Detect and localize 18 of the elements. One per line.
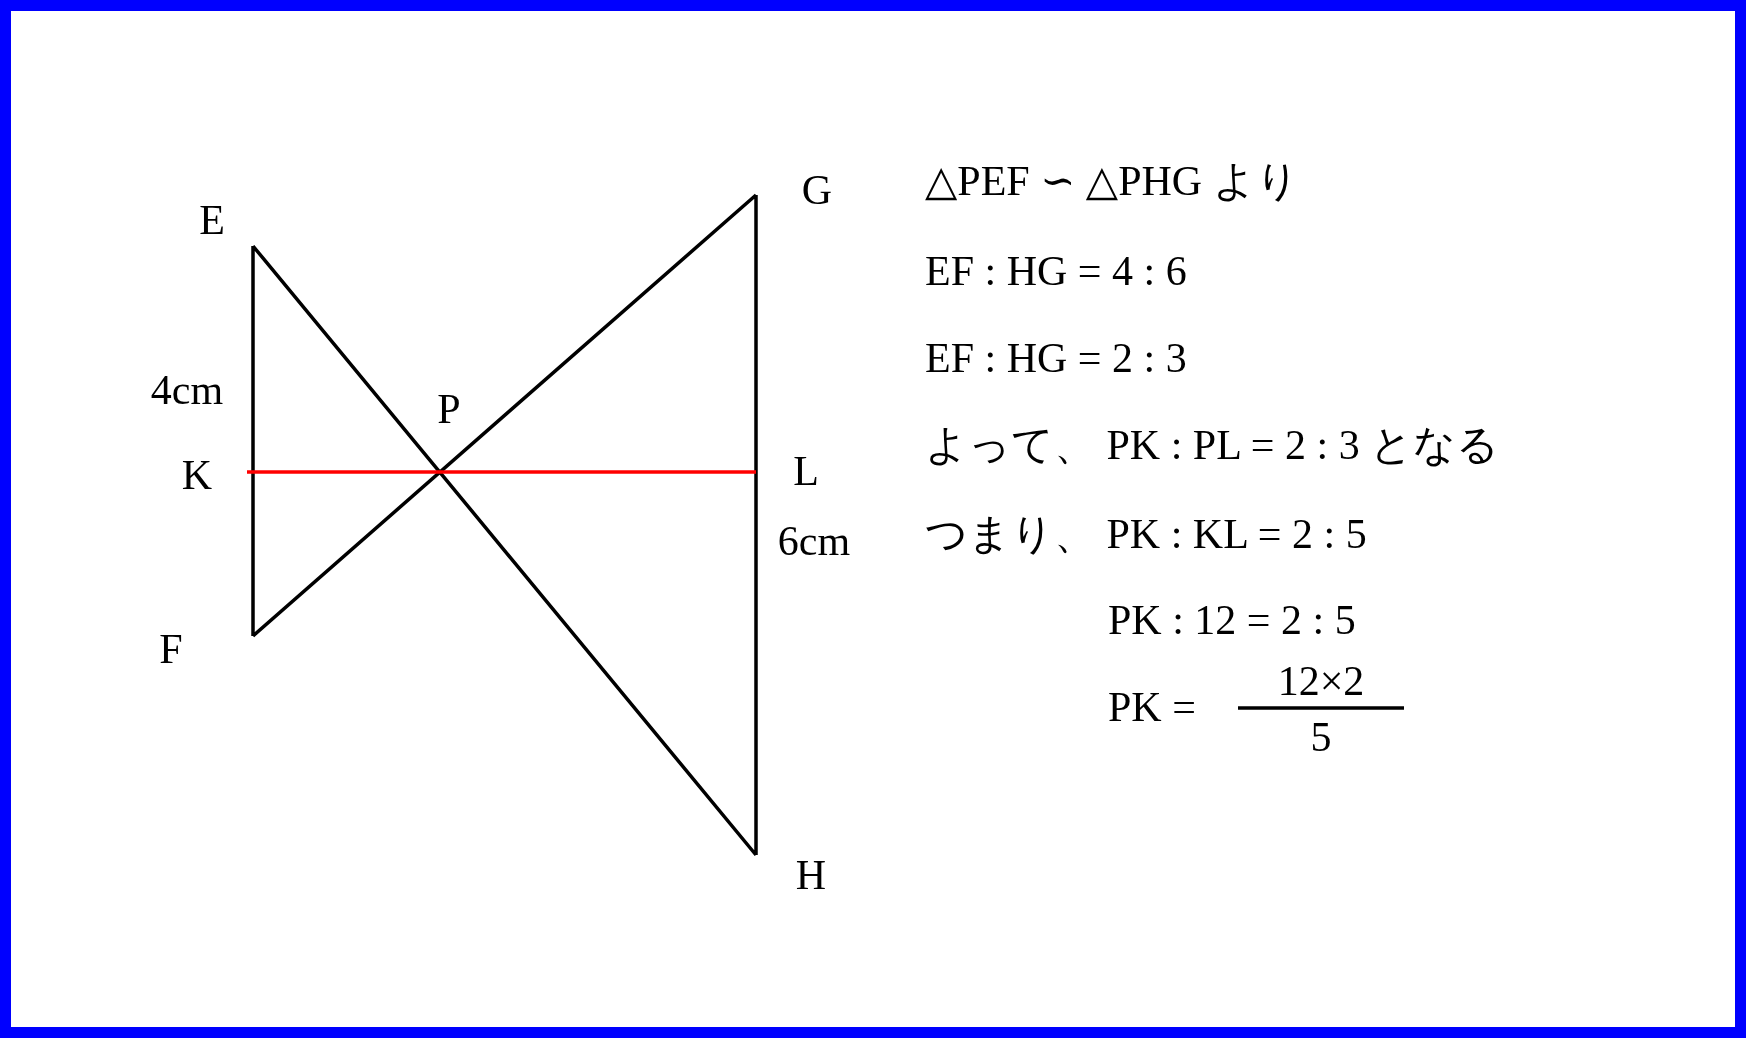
equation-text: △PEF ∽ △PHG より [925,157,1299,205]
point-label: E [199,196,225,244]
equation-text: PK = [1108,683,1196,731]
point-label: H [795,851,827,899]
equation-text: EF : HG = 2 : 3 [925,334,1187,382]
equation-text: PK : 12 = 2 : 5 [1108,596,1356,644]
equation-text: EF : HG = 4 : 6 [925,247,1187,295]
fraction-denominator: 5 [1310,713,1332,761]
point-label: K [181,451,213,499]
dimension-label: 6cm [777,517,851,565]
point-label: F [159,625,183,673]
fraction-numerator: 12×2 [1277,657,1365,705]
point-label: G [801,166,833,214]
equation-text: よって、 PK : PL = 2 : 3 となる [925,421,1500,469]
point-label: L [793,447,819,495]
equation-text: つまり、 PK : KL = 2 : 5 [925,510,1367,558]
dimension-label: 4cm [150,366,224,414]
point-label: P [437,385,461,433]
